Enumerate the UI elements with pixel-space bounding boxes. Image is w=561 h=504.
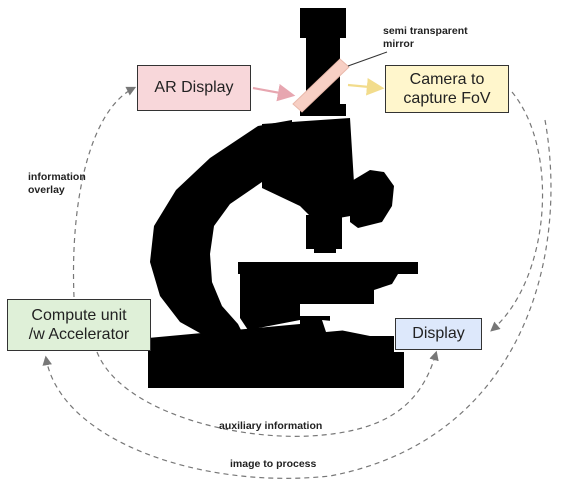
- microscope-silhouette: [148, 8, 418, 388]
- image-to-process-caption: image to process: [230, 458, 317, 470]
- display-box: Display: [395, 318, 482, 350]
- camera-box: Camera to capture FoV: [385, 65, 509, 113]
- mirror-caption-line1: semi transparent: [383, 25, 468, 37]
- semi-transparent-mirror: [292, 58, 350, 113]
- auxiliary-connector: [96, 350, 439, 437]
- display-label: Display: [412, 325, 465, 343]
- compute-unit-box: Compute unit /w Accelerator: [7, 299, 151, 351]
- mirror-to-camera-arrow: [347, 78, 385, 96]
- camera-to-display-connector: [490, 91, 544, 332]
- camera-label-line1: Camera to: [409, 70, 485, 88]
- ar-display-box: AR Display: [137, 65, 251, 111]
- mirror-leader-line: [347, 51, 388, 67]
- image-to-process-connector: [42, 119, 552, 479]
- focus-knob: [350, 170, 394, 228]
- compute-label-line2: /w Accelerator: [28, 326, 130, 343]
- overlay-caption-line1: information: [28, 171, 86, 183]
- overlay-caption-line2: overlay: [28, 184, 65, 197]
- eyepiece-top: [300, 8, 346, 38]
- overlay-connector: [72, 86, 137, 298]
- compute-label-line1: Compute unit: [31, 306, 127, 324]
- mirror-caption-line2: mirror: [383, 38, 414, 51]
- camera-label-line2: capture FoV: [403, 90, 491, 107]
- ar-display-label: AR Display: [154, 79, 234, 97]
- stage-top: [238, 262, 418, 274]
- overlay-caption: information overlay: [28, 171, 108, 197]
- stage-body: [240, 274, 398, 330]
- auxiliary-caption: auxiliary information: [219, 420, 323, 432]
- ar-to-mirror-arrow: [252, 83, 296, 102]
- microscope-base: [148, 316, 404, 388]
- mirror-caption: semi transparent mirror: [383, 25, 493, 51]
- microscope-arm: [150, 120, 292, 342]
